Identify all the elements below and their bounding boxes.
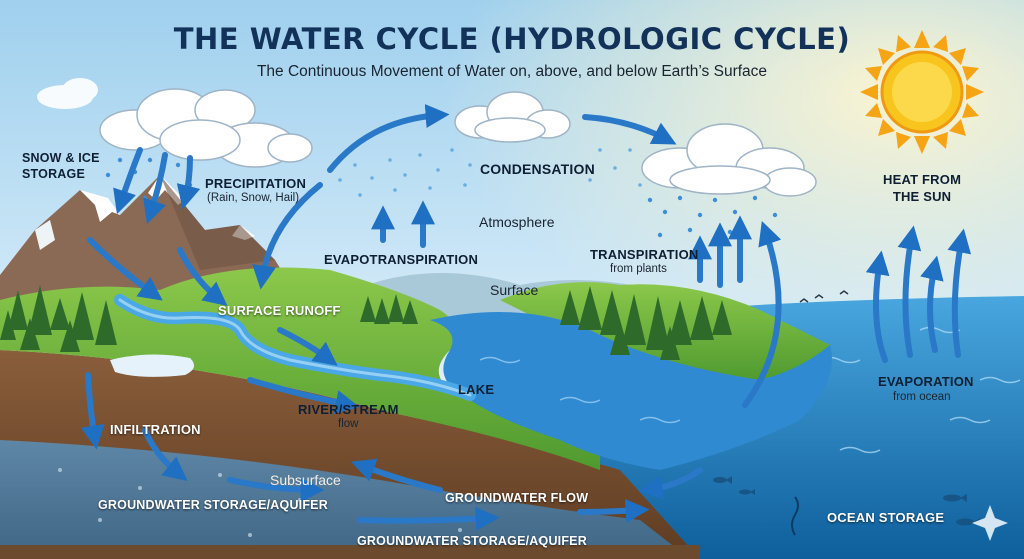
vapor-dots <box>338 148 642 197</box>
precipitation-arrow <box>143 152 168 225</box>
flow-arrows <box>80 104 972 531</box>
birds-icon <box>799 290 849 303</box>
fish-icon <box>713 476 980 526</box>
label-condensation: CONDENSATION <box>480 161 595 177</box>
infiltration-arrow <box>142 427 188 481</box>
label-evaporation-note: from ocean <box>893 391 951 403</box>
seaweed-icon <box>791 496 799 536</box>
forest-mid <box>360 294 418 324</box>
label-evapotranspiration: EVAPOTRANSPIRATION <box>324 252 479 267</box>
label-lake: LAKE <box>458 382 495 397</box>
label-heat-from-sun: HEAT FROM THE SUN <box>883 172 962 204</box>
snow-patch <box>110 354 194 377</box>
groundwater-arrow <box>638 467 703 500</box>
runoff-arrow <box>177 247 228 306</box>
label-groundwater-storage-bottom: GROUNDWATER STORAGE/AQUIFER <box>357 534 587 548</box>
groundwater-arrow <box>227 477 325 502</box>
evaporation-arrow <box>897 225 922 358</box>
infiltration-arrow <box>80 372 105 450</box>
evaporation-arrow <box>742 220 782 408</box>
page-title: THE WATER CYCLE (HYDROLOGIC CYCLE) <box>173 22 851 56</box>
label-river-note: flow <box>338 418 359 430</box>
cloud-left-icon <box>99 88 313 168</box>
runoff-arrow <box>277 327 338 366</box>
label-atmosphere: Atmosphere <box>479 214 555 230</box>
label-subsurface: Subsurface <box>270 472 341 488</box>
groundwater-arrow <box>351 458 443 493</box>
precipitation-arrow <box>252 182 323 290</box>
groundwater-arrow <box>357 506 500 531</box>
forest-left <box>0 285 117 352</box>
label-river-stream: RIVER/STREAM <box>298 402 399 417</box>
label-transpiration: TRANSPIRATION <box>590 247 699 262</box>
runoff-arrow <box>247 377 360 414</box>
sparkle-icon <box>972 505 1008 541</box>
label-ocean-storage: OCEAN STORAGE <box>827 510 945 525</box>
condensation-arrow <box>327 104 450 173</box>
precipitation-arrow <box>176 155 201 210</box>
label-precipitation-note: (Rain, Snow, Hail) <box>207 192 300 204</box>
runoff-arrow <box>87 237 163 301</box>
label-transpiration-note: from plants <box>610 263 667 275</box>
cloud-top-icon <box>454 91 571 143</box>
evaporation-arrow <box>920 255 944 353</box>
label-precipitation: PRECIPITATION <box>205 176 307 191</box>
page-subtitle: The Continuous Movement of Water on, abo… <box>256 63 768 80</box>
label-groundwater-storage-left: GROUNDWATER STORAGE/AQUIFER <box>98 498 328 512</box>
label-groundwater-flow: GROUNDWATER FLOW <box>445 491 589 505</box>
cloud-right-icon <box>641 123 817 197</box>
label-surface-runoff: SURFACE RUNOFF <box>218 303 341 318</box>
forest-right <box>560 286 732 360</box>
precipitation-arrow <box>113 147 143 215</box>
label-snow-ice-storage: SNOW & ICE STORAGE <box>22 151 100 181</box>
lake <box>430 312 832 470</box>
condensation-arrow <box>582 114 677 145</box>
evaporation-arrow <box>865 250 890 363</box>
groundwater-arrow <box>577 498 650 523</box>
label-evaporation: EVAPORATION <box>878 374 974 389</box>
sun-icon <box>860 30 984 154</box>
evaporation-arrow <box>947 228 972 358</box>
cloud-small-icon <box>37 78 98 109</box>
label-infiltration: INFILTRATION <box>110 422 201 437</box>
label-surface: Surface <box>490 282 539 298</box>
